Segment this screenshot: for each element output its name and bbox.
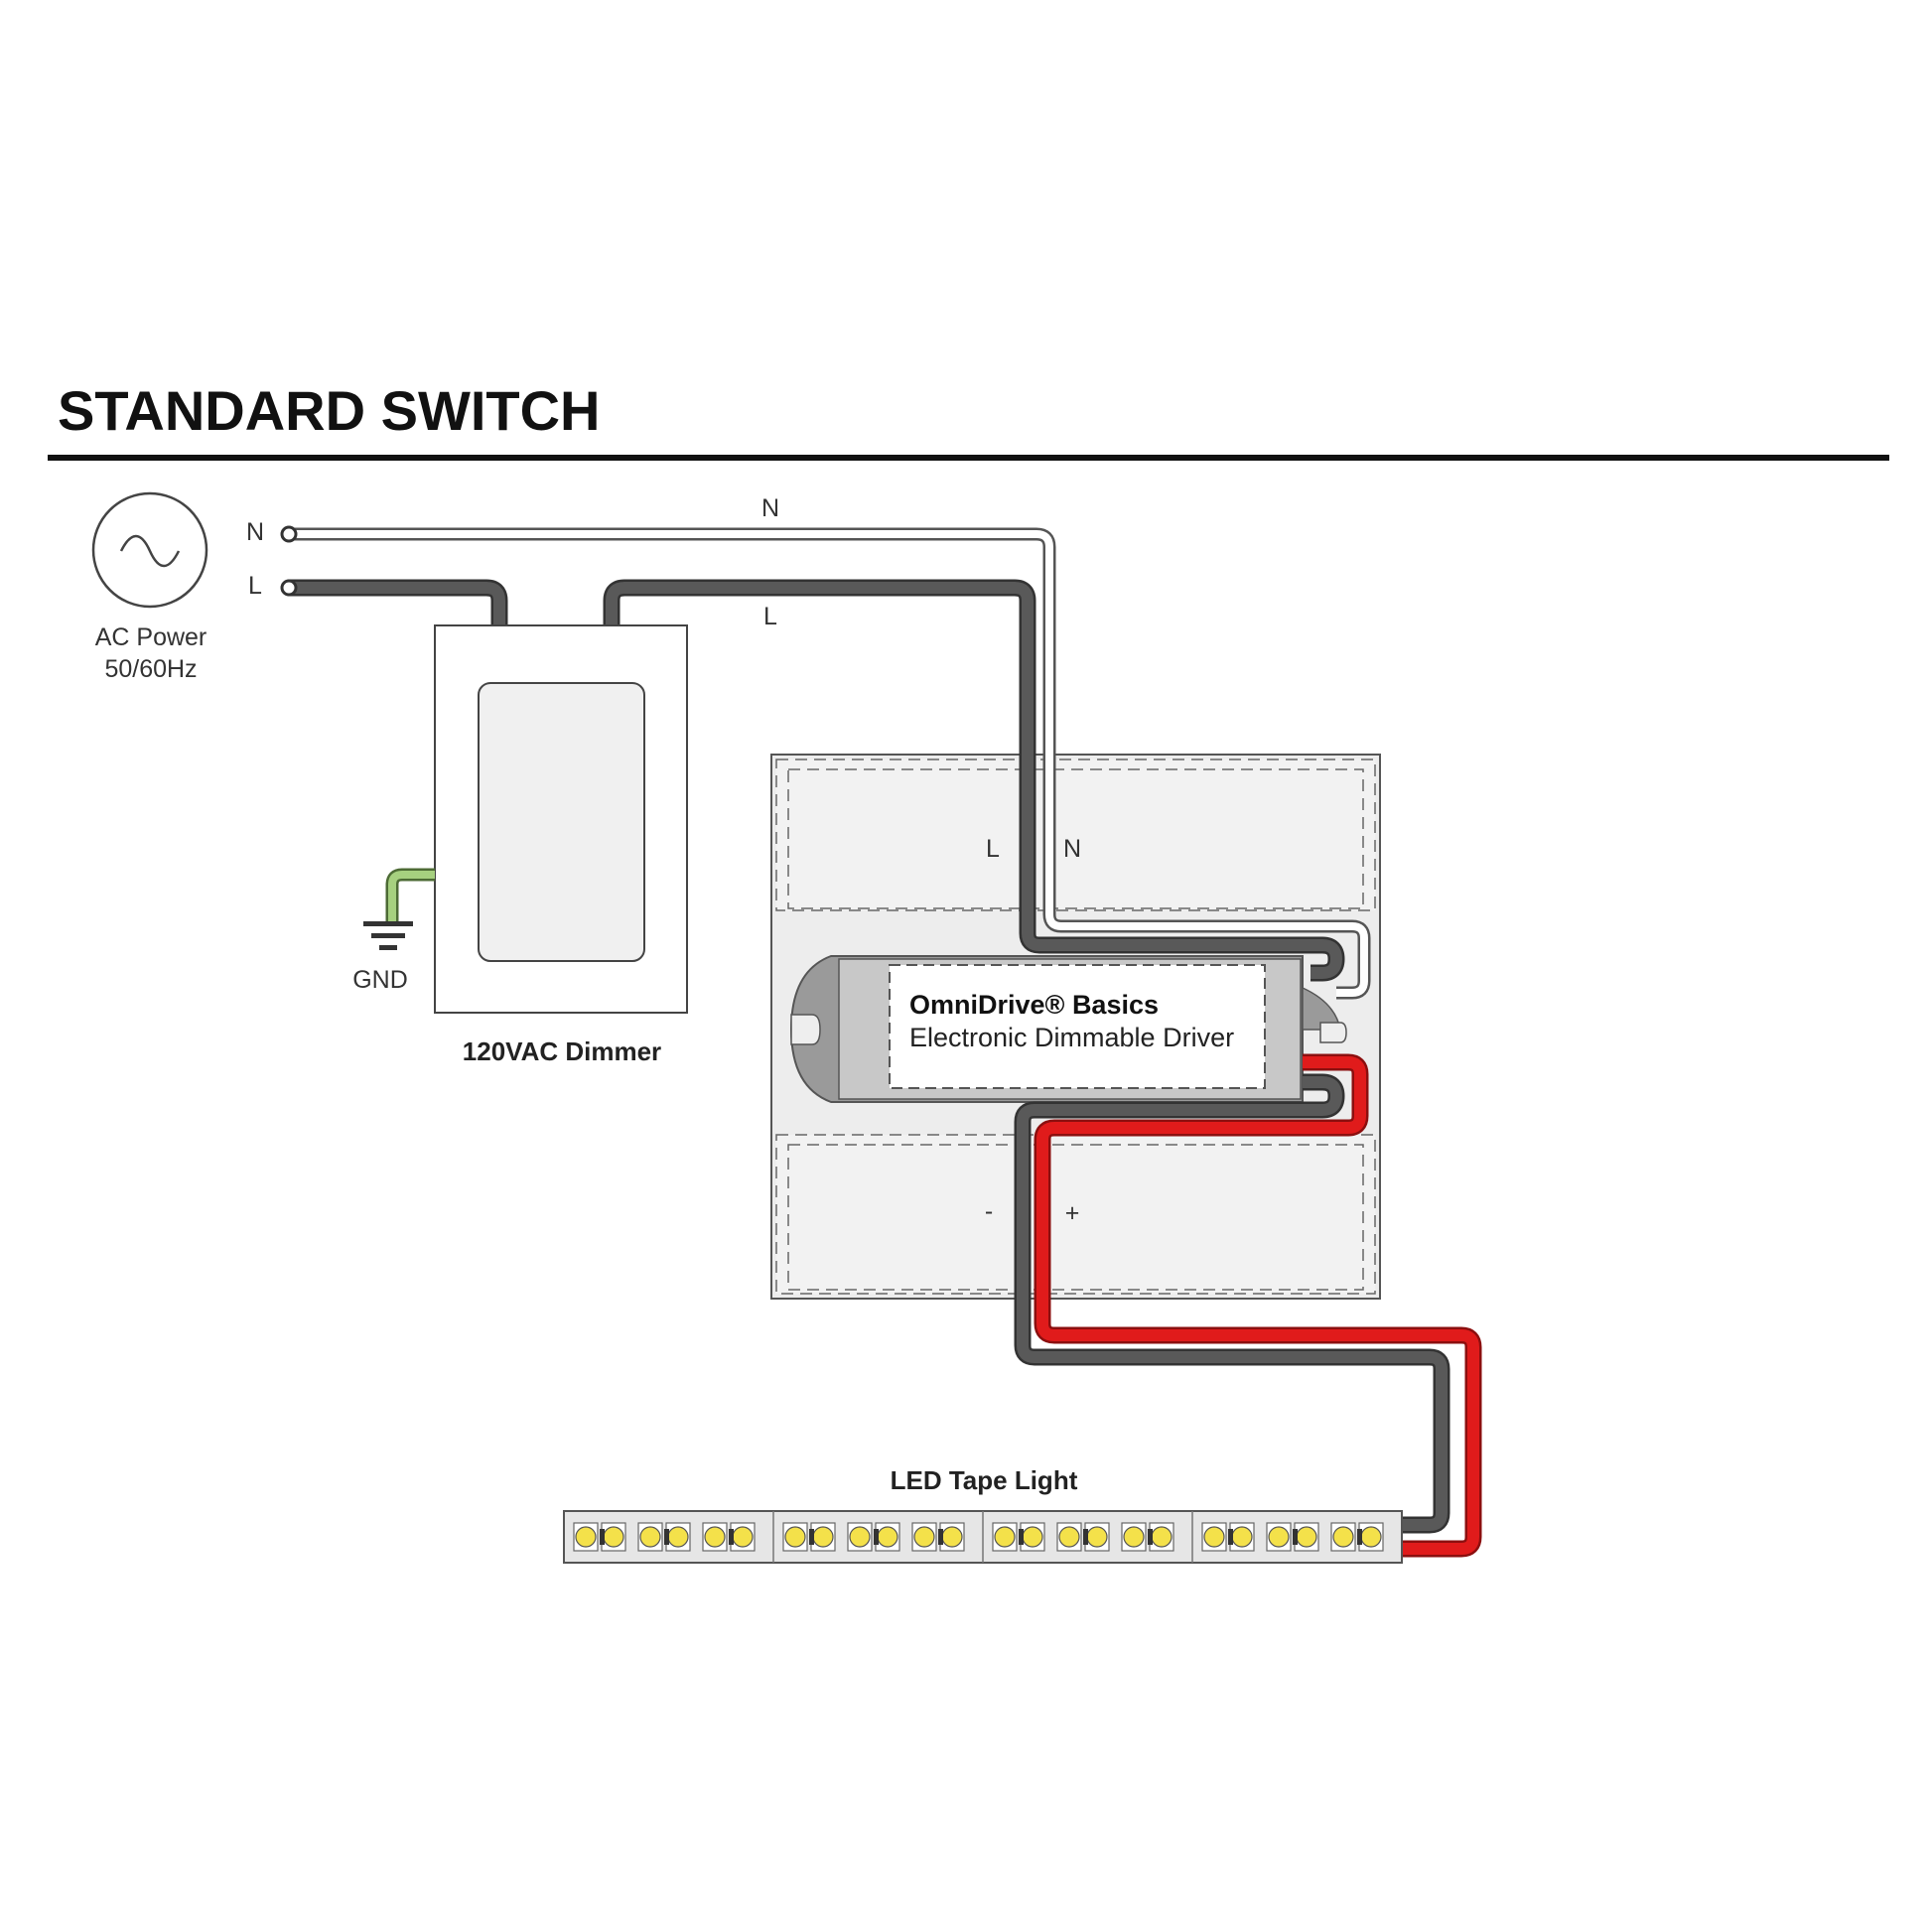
driver: OmniDrive® Basics Electronic Dimmable Dr… xyxy=(789,955,1347,1103)
led-chip xyxy=(875,1522,900,1552)
live-wire-to-driver: L xyxy=(603,579,1345,982)
sine-wave-icon xyxy=(119,534,181,568)
led-chip xyxy=(665,1522,691,1552)
led-chip xyxy=(992,1522,1018,1552)
led-chip xyxy=(810,1522,836,1552)
resistor xyxy=(600,1529,605,1545)
live-wire-to-dimmer xyxy=(288,579,508,625)
ac-power-label: AC Power xyxy=(95,623,207,651)
led-chip xyxy=(1201,1522,1227,1552)
dimmer-label: 120VAC Dimmer xyxy=(463,1036,661,1066)
driver-brand: OmniDrive® Basics xyxy=(909,990,1159,1020)
ground-label: GND xyxy=(352,966,408,994)
dimmer-paddle xyxy=(478,682,645,962)
terminal-n-label: N xyxy=(246,518,264,546)
led-tape-label: LED Tape Light xyxy=(891,1465,1078,1495)
led-chip xyxy=(1266,1522,1292,1552)
led-chip xyxy=(637,1522,663,1552)
driver-input-n-label: N xyxy=(1063,835,1081,863)
title-rule xyxy=(48,455,1889,461)
resistor xyxy=(874,1529,879,1545)
led-tape-light xyxy=(563,1510,1403,1564)
ground-icon xyxy=(363,921,413,950)
resistor xyxy=(664,1529,669,1545)
led-chip xyxy=(847,1522,873,1552)
terminal-l-label: L xyxy=(248,572,262,600)
resistor xyxy=(1293,1529,1298,1545)
terminal-l-icon xyxy=(280,579,298,597)
mounting-tab-right xyxy=(1319,1022,1347,1043)
dimmer-switch: 120VAC Dimmer xyxy=(434,624,688,1066)
wire-label-n: N xyxy=(761,494,779,522)
positive-wire xyxy=(1034,1053,1482,1558)
resistor xyxy=(1357,1529,1362,1545)
ground-wire: GND xyxy=(352,868,435,994)
neutral-wire: N xyxy=(288,494,1371,1000)
driver-output-neg-label: - xyxy=(985,1197,993,1225)
led-chip xyxy=(782,1522,808,1552)
mounting-tab-left xyxy=(790,1014,821,1045)
led-chip xyxy=(1149,1522,1174,1552)
led-chip xyxy=(1084,1522,1110,1552)
ac-frequency-label: 50/60Hz xyxy=(104,655,197,683)
driver-input-l-label: L xyxy=(986,835,1000,863)
led-chip xyxy=(1020,1522,1045,1552)
driver-output-pos-label: + xyxy=(1065,1199,1080,1227)
led-chip xyxy=(1358,1522,1384,1552)
resistor xyxy=(1019,1529,1024,1545)
driver-description: Electronic Dimmable Driver xyxy=(909,1023,1234,1052)
led-chip xyxy=(730,1522,756,1552)
led-chip xyxy=(1229,1522,1255,1552)
led-chip xyxy=(702,1522,728,1552)
led-chip xyxy=(1294,1522,1319,1552)
led-chip xyxy=(573,1522,599,1552)
led-chip xyxy=(601,1522,626,1552)
wire-label-l: L xyxy=(763,603,777,630)
page-title: STANDARD SWITCH xyxy=(58,379,600,442)
resistor xyxy=(1083,1529,1088,1545)
resistor xyxy=(1228,1529,1233,1545)
resistor xyxy=(729,1529,734,1545)
terminal-n-icon xyxy=(280,525,298,543)
ac-power-source: AC Power 50/60Hz N L xyxy=(91,491,264,683)
led-chip xyxy=(1056,1522,1082,1552)
negative-wire xyxy=(1014,1073,1450,1534)
resistor xyxy=(1148,1529,1153,1545)
led-chip xyxy=(1121,1522,1147,1552)
resistor xyxy=(809,1529,814,1545)
driver-label-panel xyxy=(889,964,1266,1089)
resistor xyxy=(938,1529,943,1545)
led-chip xyxy=(911,1522,937,1552)
led-chip xyxy=(1330,1522,1356,1552)
led-chip xyxy=(939,1522,965,1552)
